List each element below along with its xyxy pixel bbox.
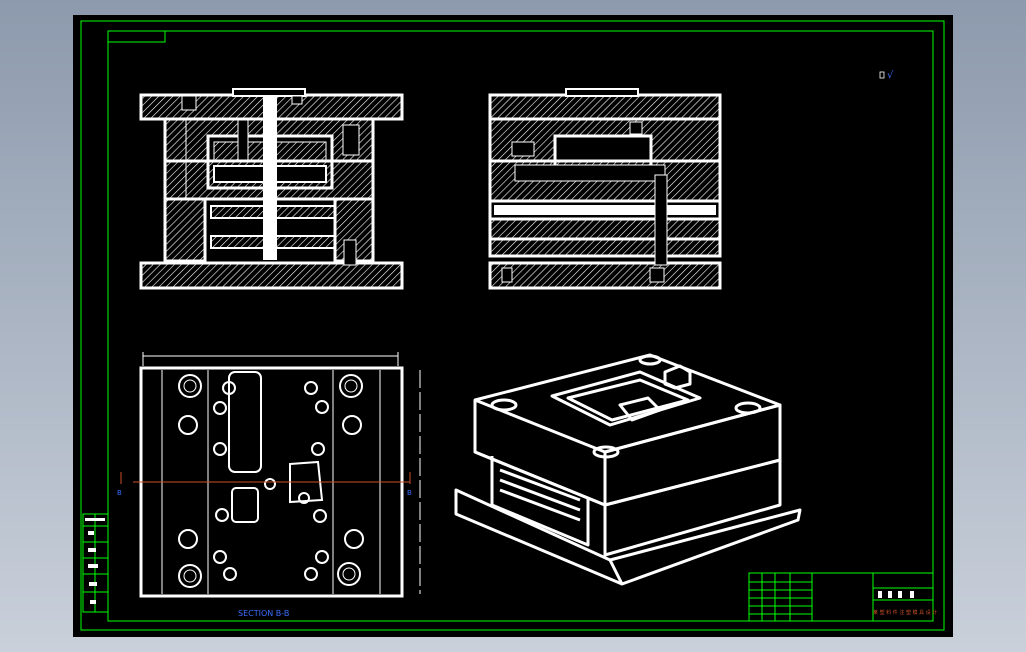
- plan-view: B B SECTION B-B: [117, 352, 421, 618]
- roughness-mark: √: [887, 70, 894, 81]
- revision-table-marks: [85, 518, 105, 604]
- title-block-note: 某 塑 料 件 注 塑 模 具 设 计: [873, 609, 937, 616]
- isometric-view: [454, 353, 802, 586]
- side-view: [488, 88, 722, 290]
- revision-table: [82, 513, 109, 613]
- title-block: [748, 572, 934, 622]
- roughness-symbol: √: [879, 70, 894, 81]
- cut-marker-left: B: [117, 489, 122, 497]
- title-block-marks: [878, 591, 914, 598]
- cut-marker-right: B: [407, 489, 412, 497]
- front-view: [139, 88, 404, 290]
- inner-frame: [107, 30, 934, 622]
- outer-frame: [80, 20, 945, 631]
- section-label: SECTION B-B: [238, 609, 289, 618]
- code-box: [107, 30, 166, 43]
